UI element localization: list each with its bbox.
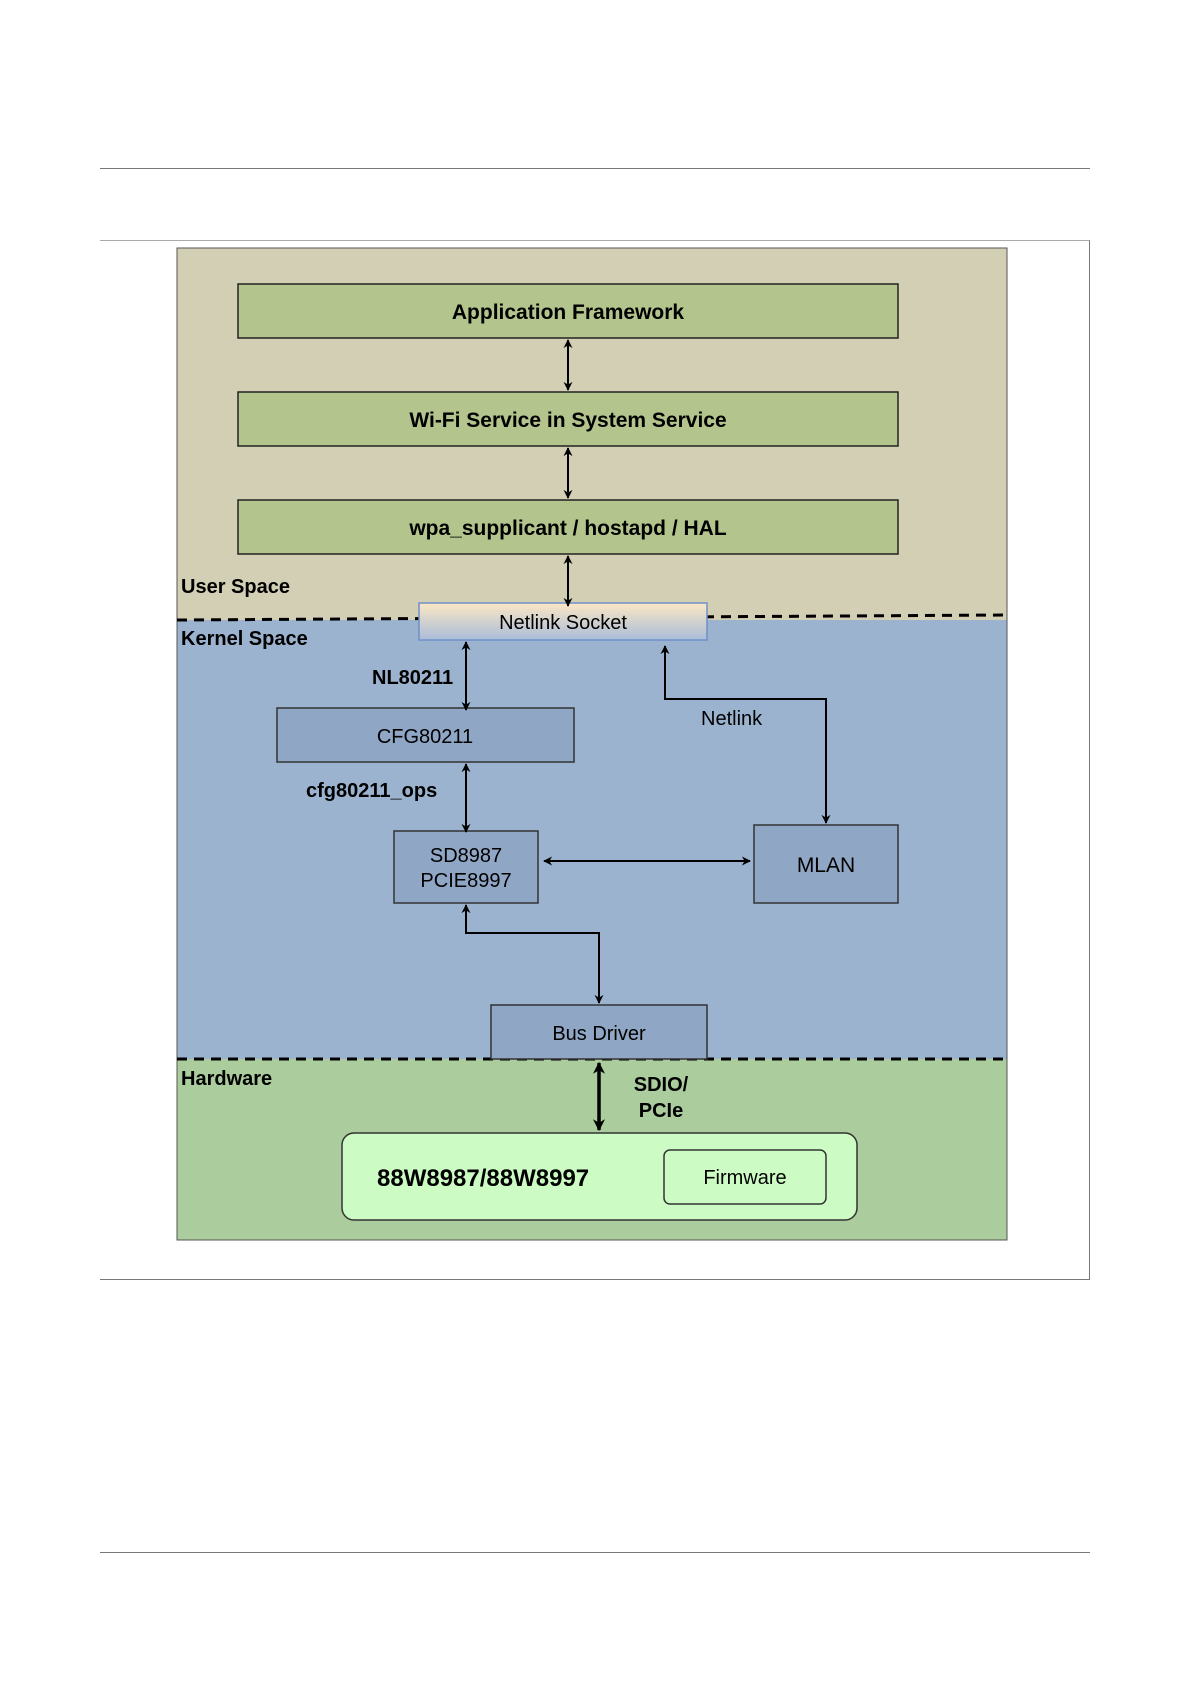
cfg80211-label: CFG80211 xyxy=(377,726,473,748)
netlink-socket-label: Netlink Socket xyxy=(499,612,627,634)
chip-label: 88W8987/88W8997 xyxy=(377,1165,589,1192)
hardware-label: Hardware xyxy=(181,1068,272,1090)
sd8987-pcie8997-box xyxy=(394,831,538,903)
sd8987-label: SD8987 xyxy=(430,845,502,867)
sdio-label: SDIO/ xyxy=(634,1074,689,1096)
mlan-label: MLAN xyxy=(797,854,855,877)
app-framework-label: Application Framework xyxy=(452,301,685,324)
user-space-label: User Space xyxy=(181,576,290,598)
nl80211-label: NL80211 xyxy=(372,667,453,689)
netlink-label: Netlink xyxy=(701,708,763,730)
pcie8997-label: PCIE8997 xyxy=(420,870,511,892)
firmware-label: Firmware xyxy=(703,1167,786,1189)
pcie-label: PCIe xyxy=(639,1100,683,1122)
kernel-space-label: Kernel Space xyxy=(181,628,308,650)
cfg80211-ops-label: cfg80211_ops xyxy=(306,780,437,802)
wifi-service-label: Wi-Fi Service in System Service xyxy=(409,409,726,432)
bus-driver-label: Bus Driver xyxy=(552,1023,646,1045)
wpa-supplicant-label: wpa_supplicant / hostapd / HAL xyxy=(408,517,727,540)
